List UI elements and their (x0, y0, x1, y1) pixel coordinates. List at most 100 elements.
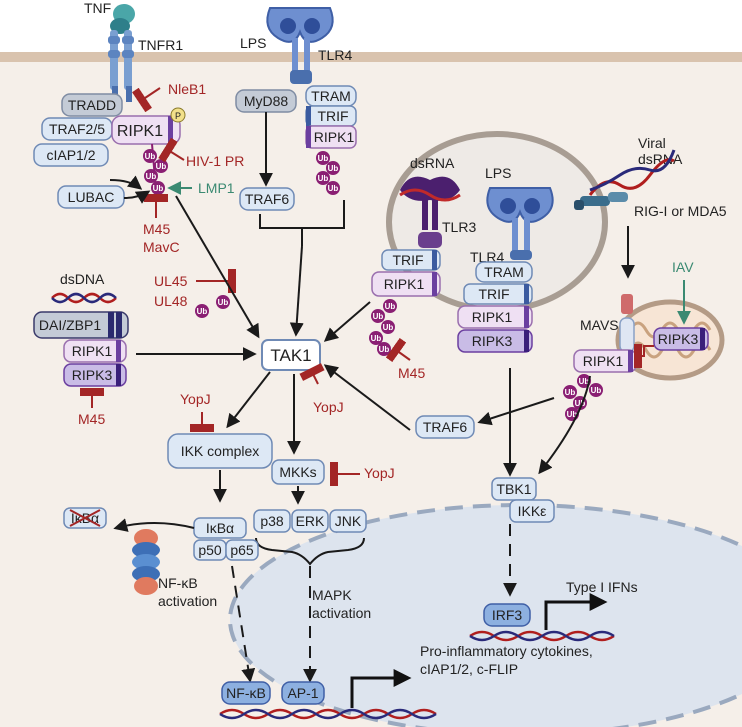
tak1-to-ikk-arrow (226, 371, 271, 429)
m45-tnf-label: M45 (143, 221, 170, 237)
tnf-label: TNF (84, 0, 111, 16)
m45-dai-label: M45 (78, 411, 105, 427)
lps-endo-label: LPS (485, 165, 511, 181)
lps-top-label: LPS (240, 35, 266, 51)
lubac-label: LUBAC (68, 189, 115, 205)
svg-text:Ub: Ub (385, 302, 396, 311)
trif-tlr3-box (381, 249, 441, 271)
dna-irf3 (469, 630, 615, 642)
ripk1-tnf-domain (168, 116, 173, 144)
trif-tlr3-domain (432, 250, 437, 270)
hiv-label: HIV-1 PR (186, 153, 244, 169)
hiv-inhibition (158, 137, 185, 163)
p65-box (225, 539, 259, 561)
svg-text:Ub: Ub (156, 162, 167, 171)
nleb1-label: NleB1 (168, 81, 206, 97)
ul48-label: UL48 (154, 293, 188, 309)
ripk3-dai-label: RIPK3 (72, 367, 113, 383)
trif-tlr3-label: TRIF (392, 252, 423, 268)
yopj-ikk-label: YopJ (180, 391, 211, 407)
dsdna-helix (51, 292, 117, 304)
svg-text:Ub: Ub (579, 377, 590, 386)
dai-box (33, 311, 129, 339)
ikk-complex-box (167, 433, 273, 469)
svg-text:Ub: Ub (146, 172, 157, 181)
svg-text:Ub: Ub (197, 307, 208, 316)
phosphate-badge (170, 107, 186, 123)
svg-text:Ub: Ub (567, 410, 578, 419)
tlr4-surface-receptor (266, 7, 334, 84)
tradd-box (61, 93, 123, 117)
tram-endo-label: TRAM (484, 264, 524, 280)
svg-text:Ub: Ub (328, 164, 339, 173)
svg-text:Ub: Ub (383, 323, 394, 332)
ripk1-tlr3-domain (432, 272, 437, 296)
type1-ifn-label: Type I IFNs (566, 579, 638, 595)
degraded-cross-2 (69, 509, 101, 527)
ubiquitin-free: Ub Ub (195, 295, 230, 318)
tradd-label: TRADD (68, 97, 116, 113)
jnk-box (329, 509, 367, 533)
nfkb-act-label-1: NF-κB (158, 575, 198, 591)
svg-text:Ub: Ub (318, 154, 329, 163)
ikke-label: IKKε (518, 503, 547, 519)
nfkb-nuclear-label: NF-κB (226, 685, 266, 701)
dsdna-label: dsDNA (60, 271, 105, 287)
ripk1-mavs-domain (628, 350, 633, 372)
ripk1-tlr3-box (371, 271, 441, 297)
yopj-mkks-label: YopJ (364, 465, 395, 481)
mavs-to-tbk1-arrow (538, 375, 591, 475)
svg-text:Ub: Ub (373, 312, 384, 321)
tlr4-endo-label: TLR4 (470, 249, 504, 265)
mapk-act-label-2: activation (312, 605, 371, 621)
plasma-membrane (0, 52, 742, 62)
ripk1-dai-label: RIPK1 (72, 343, 113, 359)
tak1-label: TAK1 (270, 346, 311, 365)
ripk1-tlr4-domain (306, 126, 311, 148)
p65-label: p65 (230, 542, 254, 558)
mapk-act-label-1: MAPK (312, 587, 352, 603)
mavs-to-traf6-arrow (477, 397, 555, 426)
transcription-arrow-irf3 (544, 593, 608, 630)
jnk-label: JNK (335, 513, 362, 529)
ripk1-dai-domain (116, 340, 121, 362)
ubiquitin-chain-tnf: Ub Ub Ub Ub (143, 143, 168, 195)
m45-tlr3-inhibition (385, 337, 411, 363)
proinf-label-2: cIAP1/2, c-FLIP (420, 661, 518, 677)
p38-label: p38 (260, 513, 284, 529)
viral-dsrna-rig-i (574, 149, 676, 210)
ripk3-endo-domain (524, 330, 529, 352)
rig-i-label: RIG-I or MDA5 (634, 203, 727, 219)
ripk1-endo-domain (524, 306, 529, 328)
traf6-mavs-box (415, 415, 475, 439)
nfkb-nuclear-box (221, 681, 271, 705)
svg-text:Ub: Ub (145, 152, 156, 161)
erk-box (291, 509, 329, 533)
svg-text:Ub: Ub (591, 386, 602, 395)
ikba-label: IκBα (206, 520, 234, 536)
svg-text:Ub: Ub (153, 184, 164, 193)
lubac-to-ub-arrow (123, 190, 151, 204)
irf3-label: IRF3 (492, 607, 523, 623)
ap1-label: AP-1 (287, 685, 318, 701)
ciap-label: cIAP1/2 (46, 147, 95, 163)
traf6-to-tak1-arrow (323, 364, 411, 431)
traf25-label: TRAF2/5 (49, 121, 105, 137)
ripk3-mito-box (653, 327, 709, 351)
dsrna-label: dsRNA (410, 155, 455, 171)
svg-text:Ub: Ub (328, 184, 339, 193)
mapk-brace (255, 537, 365, 566)
ripk1-tlr3-label: RIPK1 (384, 276, 425, 292)
irf3-box (483, 603, 531, 627)
ripk1-endo-label: RIPK1 (472, 309, 513, 325)
ripk3-endo-label: RIPK3 (472, 333, 513, 349)
ripk3-mito-domain (700, 328, 705, 350)
yopj-tak1-label: YopJ (313, 399, 344, 415)
tlr4-to-tak1-arrow (289, 245, 304, 337)
dai-domain-1 (108, 312, 114, 338)
tlr3-receptor (399, 176, 461, 248)
tnfr1-label: TNFR1 (138, 37, 183, 53)
ikke-box (509, 499, 555, 523)
p50-label: p50 (198, 542, 222, 558)
